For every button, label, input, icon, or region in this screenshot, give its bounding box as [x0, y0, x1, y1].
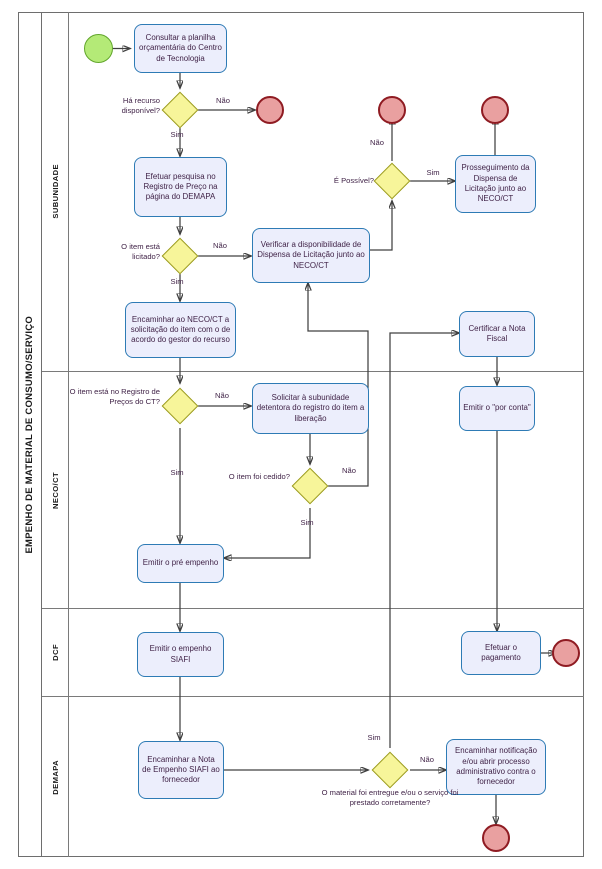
flow-label-g6-yes: Sim: [367, 733, 381, 742]
gateway-label-e-possivel: É Possível?: [333, 176, 374, 185]
task-verificar-dispensa[interactable]: Verificar a disponibilidade de Dispensa …: [252, 228, 370, 283]
lane-dcf: DCF: [42, 609, 584, 697]
gateway-label-item-cedido: O item foi cedido?: [228, 472, 290, 481]
task-encaminhar-nota-empenho[interactable]: Encaminhar a Nota de Empenho SIAFI ao fo…: [138, 741, 224, 799]
lane-header-demapa: DEMAPA: [42, 697, 69, 857]
lane-label-dcf: DCF: [50, 644, 60, 661]
task-encaminhar-neco[interactable]: Encaminhar ao NECO/CT a solicitação do i…: [125, 302, 236, 358]
lane-label-demapa: DEMAPA: [50, 759, 60, 795]
lane-header-neco-ct: NECO/CT: [42, 372, 69, 608]
flow-label-g4-yes: Sim: [170, 468, 184, 477]
flow-label-g1-no: Não: [216, 96, 230, 105]
task-consultar-planilha[interactable]: Consultar a planilha orçamentária do Cen…: [134, 24, 227, 73]
lane-header-subunidade: SUBUNIDADE: [42, 12, 69, 371]
pool-title-label: EMPENHO DE MATERIAL DE CONSUMO/SERVIÇO: [24, 315, 35, 554]
pool-title: EMPENHO DE MATERIAL DE CONSUMO/SERVIÇO: [18, 12, 42, 857]
task-prosseguimento-dispensa[interactable]: Prosseguimento da Dispensa de Licitação …: [455, 155, 536, 213]
flow-label-g5-yes: Sim: [300, 518, 314, 527]
flow-label-g1-yes: Sim: [170, 130, 184, 139]
end-event-prosseguimento[interactable]: [481, 96, 509, 124]
flow-label-g2-yes: Sim: [170, 277, 184, 286]
gateway-label-material-entregue: O material foi entregue e/ou o serviço f…: [321, 788, 459, 807]
task-solicitar-subunidade[interactable]: Solicitar à subunidade detentora do regi…: [252, 383, 369, 434]
lane-label-neco-ct: NECO/CT: [50, 471, 60, 509]
task-emitir-empenho-siafi[interactable]: Emitir o empenho SIAFI: [137, 632, 224, 677]
task-encaminhar-notificacao[interactable]: Encaminhar notificação e/ou abrir proces…: [446, 739, 546, 795]
flow-label-g5-no: Não: [342, 466, 356, 475]
gateway-label-item-licitado: O item está licitado?: [121, 242, 160, 261]
lane-header-dcf: DCF: [42, 609, 69, 696]
flow-label-g2-no: Não: [213, 241, 227, 250]
flow-label-g3-yes: Sim: [426, 168, 440, 177]
end-event-notificacao[interactable]: [482, 824, 510, 852]
task-emitir-por-conta[interactable]: Emitir o "por conta": [459, 386, 535, 431]
task-efetuar-pesquisa[interactable]: Efetuar pesquisa no Registro de Preço na…: [134, 157, 227, 217]
end-event-sem-recurso[interactable]: [256, 96, 284, 124]
flow-label-g4-no: Não: [215, 391, 229, 400]
end-event-nao-possivel[interactable]: [378, 96, 406, 124]
start-event[interactable]: [84, 34, 113, 63]
lane-neco-ct: NECO/CT: [42, 372, 584, 609]
gateway-label-ha-recurso: Há recurso disponível?: [121, 96, 160, 115]
task-emitir-pre-empenho[interactable]: Emitir o pré empenho: [137, 544, 224, 583]
gateway-label-registro-precos: O item está no Registro de Preços do CT?: [69, 387, 160, 406]
task-certificar-nota-fiscal[interactable]: Certificar a Nota Fiscal: [459, 311, 535, 357]
end-event-pagamento[interactable]: [552, 639, 580, 667]
task-efetuar-pagamento[interactable]: Efetuar o pagamento: [461, 631, 541, 675]
flow-label-g6-no: Não: [420, 755, 434, 764]
lane-label-subunidade: SUBUNIDADE: [50, 164, 60, 219]
lane-demapa: DEMAPA: [42, 697, 584, 857]
pool-frame: [18, 12, 584, 857]
flow-label-g3-no: Não: [370, 138, 384, 147]
